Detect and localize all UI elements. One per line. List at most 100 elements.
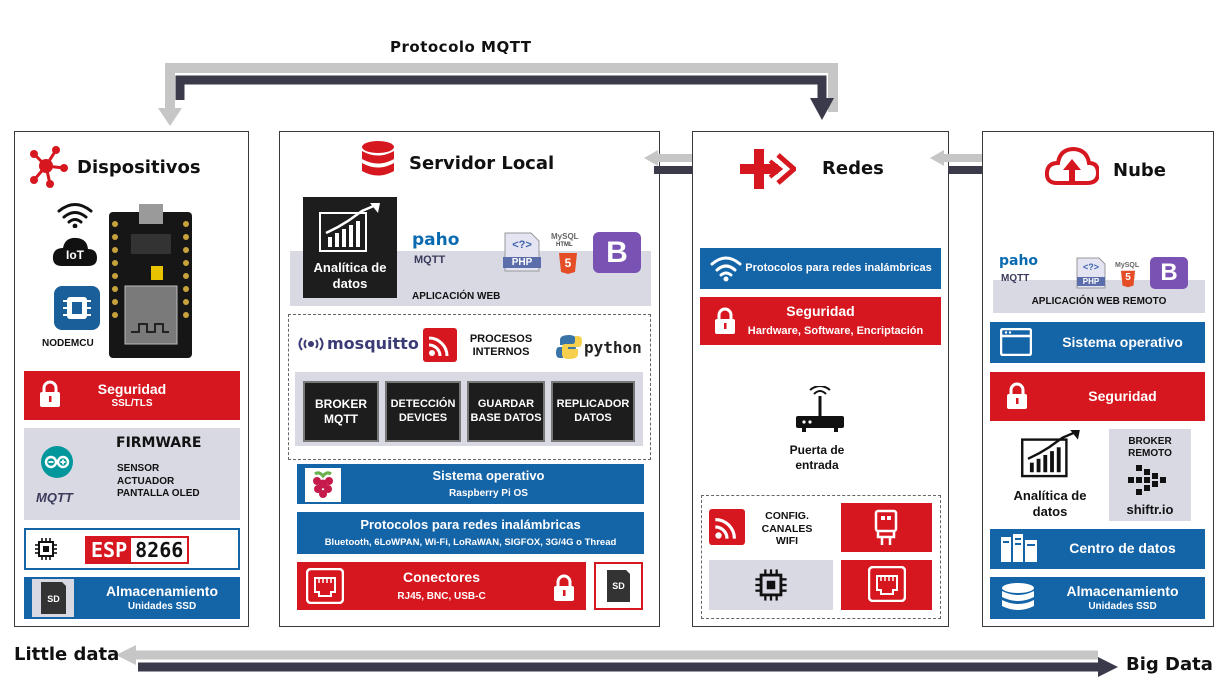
rss-icon: [709, 509, 745, 545]
web-app-label: APLICACIÓN WEB: [412, 291, 501, 302]
python-icon: [556, 335, 582, 359]
nodemcu-label: NODEMCU: [42, 338, 94, 349]
sd-card-label: SD: [47, 594, 60, 604]
networks-wireless-bar: Protocolos para redes inalámbricas: [700, 248, 941, 289]
server-os-bar: Sistema operativo Raspberry Pi OS: [297, 464, 644, 504]
server-title: Servidor Local: [409, 153, 555, 174]
server-os-sub: Raspberry Pi OS: [449, 487, 528, 499]
firmware-title: FIRMWARE: [116, 435, 202, 451]
php-label: PHP: [1077, 277, 1105, 286]
ethernet-port-icon: [306, 568, 344, 604]
mosquitto-icon: [298, 337, 324, 351]
arduino-icon: [41, 446, 73, 478]
html5-logo: 5: [558, 252, 578, 275]
server-connectors-title: Conectores: [402, 569, 481, 585]
analytics-label: Analítica de datos: [313, 260, 387, 292]
networks-security-sub: Hardware, Software, Encriptación: [747, 324, 924, 337]
devices-security-sub: SSL/TLS: [111, 398, 153, 409]
server-os-title: Sistema operativo: [432, 467, 545, 483]
mysql-logo: MySQL: [551, 232, 579, 241]
iot-cloud-icon: IoT: [52, 234, 98, 268]
cloud-storage-sub: Unidades SSD: [1088, 600, 1157, 612]
php-logo: <?> PHP: [503, 231, 541, 273]
php-code-glyph: <?>: [512, 239, 532, 251]
esp8266-logo: ESP 8266: [85, 536, 190, 564]
paho-logo: paho: [999, 253, 1039, 269]
devices-title: Dispositivos: [77, 157, 201, 178]
esp-logo-a: ESP: [87, 538, 132, 562]
sd-card-icon: SD: [32, 579, 74, 617]
php-label: PHP: [503, 257, 541, 268]
networks-security-bar: Seguridad Hardware, Software, Encriptaci…: [700, 297, 941, 345]
devices-security-title: Seguridad: [97, 380, 167, 397]
mqtt-label: Protocolo MQTT: [390, 38, 532, 56]
sd-card-label: SD: [612, 581, 625, 591]
data-scale-arrow: [116, 645, 1118, 677]
shiftr-label: shiftr.io: [1126, 502, 1174, 517]
network-devices-group: [701, 495, 941, 619]
gateway-label: Puerta de entrada: [789, 443, 845, 472]
mysql-logo: MySQL: [1115, 262, 1140, 269]
wifi-icon: [710, 256, 742, 282]
module-broker-mqtt: BROKER MQTT: [303, 381, 379, 442]
lock-icon: [1007, 382, 1027, 409]
paho-logo: paho: [412, 230, 460, 250]
mqtt-logo-text: MQTT: [414, 254, 446, 266]
php-logo: <?> PHP: [1075, 256, 1107, 290]
usb-connector-icon: [874, 509, 898, 545]
lock-icon: [40, 380, 60, 407]
html5-number: 5: [1125, 272, 1131, 283]
mqtt-logo-text: MQTT: [36, 490, 73, 505]
analytics-chart-icon: [319, 203, 380, 252]
wifi-config-label: CONFIG. CANALES WIFI: [761, 510, 813, 548]
datacenter-bar: Centro de datos: [990, 529, 1205, 569]
processor-icon: [755, 569, 787, 601]
big-data-label: Big Data: [1126, 654, 1213, 675]
server-connectors-bar: Conectores RJ45, BNC, USB-C: [297, 562, 586, 610]
esp-logo-b: 8266: [135, 538, 184, 562]
python-label: python: [584, 338, 642, 357]
server-connectors-sub: RJ45, BNC, USB-C: [397, 590, 486, 602]
server-sd-card-icon: SD: [594, 562, 643, 610]
server-wireless-sub: Bluetooth, 6LoWPAN, Wi-Fi, LoRaWAN, SIGF…: [324, 536, 617, 548]
cloud-web-app-label: APLICACIÓN WEB REMOTO: [1031, 296, 1167, 307]
cloud-upload-icon: [1045, 146, 1099, 185]
server-rack-icon: [1001, 534, 1037, 562]
html5-number: 5: [564, 256, 572, 270]
database-icon: [1002, 583, 1034, 610]
firmware-item: SENSOR: [117, 463, 160, 474]
firmware-items: SENSOR ACTUADOR PANTALLA OLED: [117, 463, 200, 501]
remote-broker-label: BROKER REMOTO: [1128, 436, 1172, 459]
little-data-label: Little data: [14, 644, 120, 665]
nodemcu-app-icon: [54, 286, 100, 330]
server-wireless-bar: Protocolos para redes inalámbricas Bluet…: [297, 512, 644, 554]
php-code-glyph: <?>: [1082, 262, 1099, 272]
module-device-detection: DETECCIÓN DEVICES: [385, 381, 461, 442]
firmware-item: ACTUADOR: [117, 475, 175, 487]
cloud-title: Nube: [1113, 160, 1166, 181]
server-wireless-title: Protocolos para redes inalámbricas: [360, 517, 581, 533]
cloud-analytics-label: Analítica de datos: [1013, 488, 1087, 520]
rss-icon: [423, 328, 457, 362]
raspberry-pi-icon: [305, 468, 341, 502]
cloud-storage-title: Almacenamiento: [1066, 583, 1179, 599]
firmware-item: PANTALLA OLED: [117, 488, 200, 499]
database-icon: [362, 141, 394, 176]
lock-icon: [715, 307, 735, 334]
gateway-router-icon: [796, 386, 844, 432]
wifi-icon: [57, 203, 93, 228]
mqtt-logo-text: MQTT: [1001, 273, 1030, 284]
bootstrap-logo: B: [1150, 257, 1188, 289]
networks-security-title: Seguridad: [786, 303, 855, 320]
lock-icon: [554, 574, 574, 601]
iot-badge-text: IoT: [66, 248, 84, 262]
shiftr-arrow-icon: [1128, 465, 1166, 495]
ethernet-port-icon: [868, 566, 906, 602]
internal-processes-group: [288, 314, 651, 460]
network-router-icon: [740, 149, 796, 189]
devices-storage-sub: Unidades SSD: [127, 600, 197, 612]
html-logo-label: HTML: [556, 242, 573, 248]
devices-storage-title: Almacenamiento: [105, 583, 219, 599]
module-save-database: GUARDAR BASE DATOS: [467, 381, 545, 442]
html5-logo: 5: [1120, 270, 1136, 288]
